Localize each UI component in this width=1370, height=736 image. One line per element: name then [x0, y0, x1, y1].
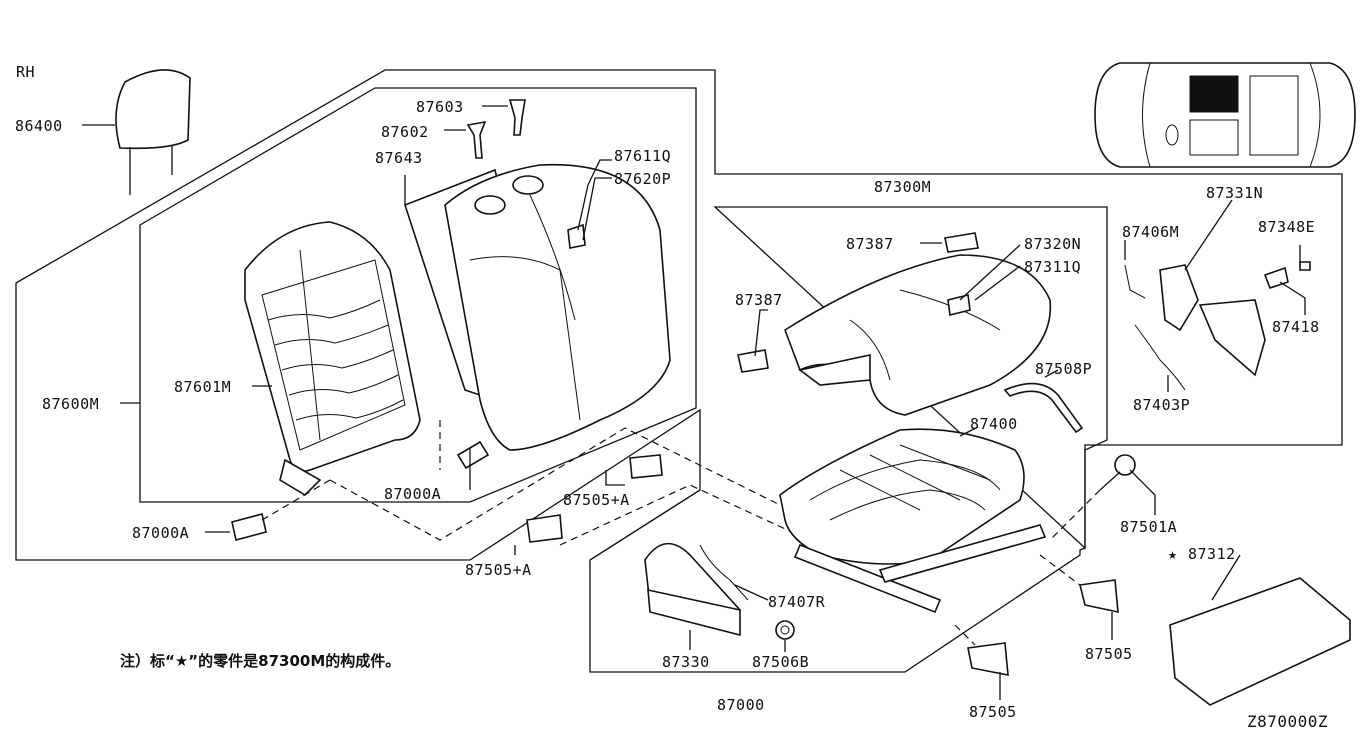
- lever-part[interactable]: [482, 99, 526, 136]
- part-label-87387[interactable]: 87387: [735, 291, 783, 309]
- side-cover-part[interactable]: [1198, 299, 1266, 377]
- side-finisher-part[interactable]: [644, 542, 741, 650]
- part-label-87400[interactable]: 87400: [970, 415, 1018, 433]
- seat-cushion-trim-part[interactable]: [784, 254, 1052, 416]
- part-label-87603[interactable]: 87603: [416, 98, 464, 116]
- headrest-part[interactable]: [82, 69, 191, 195]
- part-label-87000[interactable]: 87000: [717, 696, 765, 714]
- part-label-86400[interactable]: 86400: [15, 117, 63, 135]
- part-label-87320N[interactable]: 87320N: [1024, 235, 1081, 253]
- part-label-87501A[interactable]: 87501A: [1120, 518, 1177, 536]
- cushion-assembly-frame: [713, 206, 1108, 550]
- seatback-inner-frame: [139, 87, 697, 503]
- part-label-87505A[interactable]: 87505+A: [563, 491, 630, 509]
- part-label-87602[interactable]: 87602: [381, 123, 429, 141]
- part-label-87403P[interactable]: 87403P: [1133, 396, 1190, 414]
- clip-part[interactable]: [605, 454, 663, 486]
- seat-pad-part[interactable]: [1169, 554, 1351, 706]
- harness-part[interactable]: [1124, 240, 1146, 299]
- part-label-87312[interactable]: 87312: [1188, 545, 1236, 563]
- nut-part[interactable]: [775, 620, 795, 652]
- part-label-87601M[interactable]: 87601M: [174, 378, 231, 396]
- recliner-cover-part[interactable]: [1159, 199, 1233, 332]
- clip-part[interactable]: [1079, 579, 1119, 640]
- part-label-87311Q[interactable]: 87311Q: [1024, 258, 1081, 276]
- part-label-87348E[interactable]: 87348E: [1258, 218, 1315, 236]
- part-label-87331N[interactable]: 87331N: [1206, 184, 1263, 202]
- harness-clip-part[interactable]: [699, 544, 769, 601]
- part-label-87611Q[interactable]: 87611Q: [614, 147, 671, 165]
- part-label-87508P[interactable]: 87508P: [1035, 360, 1092, 378]
- drawing-code: Z870000Z: [1247, 712, 1328, 731]
- part-label-87330[interactable]: 87330: [662, 653, 710, 671]
- bolt-part[interactable]: [439, 420, 490, 490]
- part-label-87418[interactable]: 87418: [1272, 318, 1320, 336]
- part-label-87600M[interactable]: 87600M: [42, 395, 99, 413]
- assembly-dashed-line: [329, 427, 781, 541]
- clip-part[interactable]: [967, 642, 1009, 700]
- clip-part[interactable]: [920, 232, 979, 253]
- knob-part[interactable]: [444, 120, 487, 159]
- part-label-87620P[interactable]: 87620P: [614, 170, 671, 188]
- part-label-87505[interactable]: 87505: [1085, 645, 1133, 663]
- seat-frame-part[interactable]: [779, 426, 1047, 614]
- switch-knob-part[interactable]: [1263, 266, 1306, 315]
- screw-part[interactable]: [1299, 245, 1311, 271]
- part-label-87300M[interactable]: 87300M: [874, 178, 931, 196]
- part-label-87505A[interactable]: 87505+A: [465, 561, 532, 579]
- part-label-87505[interactable]: 87505: [969, 703, 1017, 721]
- star-marker: ★: [1168, 545, 1178, 563]
- base-assembly-frame: [589, 489, 701, 561]
- part-label-87000A[interactable]: 87000A: [384, 485, 441, 503]
- wire-harness-part[interactable]: [1134, 324, 1186, 392]
- seatback-assembly-frame: [15, 69, 1343, 673]
- bolt-part[interactable]: [1049, 454, 1156, 541]
- clip-part[interactable]: [514, 514, 563, 555]
- part-label-87387[interactable]: 87387: [846, 235, 894, 253]
- part-label-87407R[interactable]: 87407R: [768, 593, 826, 611]
- side-label: RH: [16, 63, 35, 81]
- part-label-87406M[interactable]: 87406M: [1122, 223, 1179, 241]
- clip-part[interactable]: [737, 309, 769, 373]
- highlighted-seat-position: [1189, 75, 1239, 113]
- part-label-87000A[interactable]: 87000A: [132, 524, 189, 542]
- wire-bracket-part[interactable]: [1003, 369, 1084, 434]
- vehicle-location-diagram: [1094, 62, 1356, 168]
- seatback-trim-part[interactable]: [444, 159, 671, 451]
- part-label-87643[interactable]: 87643: [375, 149, 423, 167]
- bolt-part[interactable]: [205, 479, 331, 541]
- part-label-87506B[interactable]: 87506B: [752, 653, 809, 671]
- seatback-frame-part[interactable]: [120, 221, 421, 497]
- footnote: 注）标“★”的零件是87300M的构成件。: [120, 652, 400, 670]
